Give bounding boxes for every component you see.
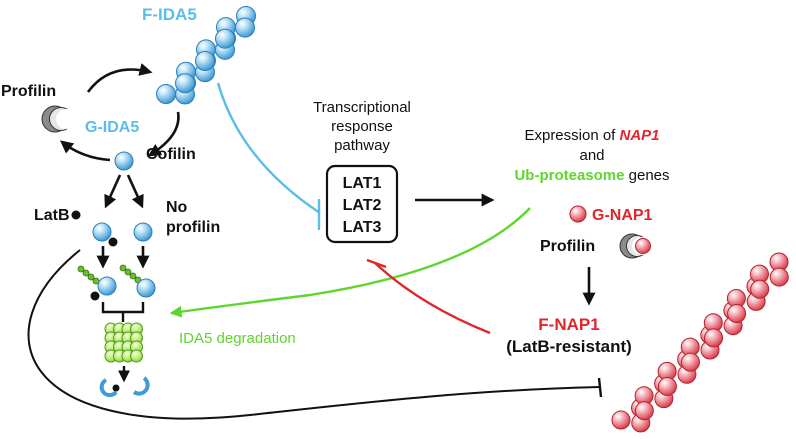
- f-ida5-to-monomer-arrow: [147, 111, 180, 157]
- latb-bound-monomer: [92, 222, 112, 242]
- ubiquitin-chain-right: [119, 264, 142, 284]
- f-ida5-label: F-IDA5: [142, 5, 197, 24]
- lat-box: [325, 164, 399, 244]
- genes-label: genes: [624, 167, 669, 184]
- monomer-to-g-ida5-arrow: [59, 140, 111, 162]
- f-ida5-subunit: [156, 84, 176, 104]
- ubiquitinated-monomer-right: [136, 278, 156, 298]
- nap1-gene-label: NAP1: [620, 127, 660, 144]
- proteasome: [104, 322, 143, 363]
- f-nap1-inhibits-lat-bar: [366, 258, 387, 269]
- f-nap1-subunit: [727, 304, 747, 324]
- latb-inhibits-f-nap1-bar: [597, 377, 603, 398]
- profilin-bound-nap1: [635, 238, 651, 254]
- latb-inhibits-f-nap1-line: [27, 249, 601, 420]
- profilin-crescent-left: [41, 105, 76, 133]
- expression-prefix: Expression of: [524, 127, 619, 144]
- g-ida5-label: G-IDA5: [85, 119, 139, 136]
- no-profilin-monomer: [133, 222, 153, 242]
- no-label: No: [166, 199, 188, 216]
- latb-dot: [71, 210, 81, 220]
- degraded-fragments: [99, 376, 150, 398]
- response-label: response: [331, 118, 393, 135]
- f-nap1-subunit: [704, 328, 724, 348]
- ub-proteasome-label: Ub-proteasome: [514, 167, 624, 184]
- f-nap1-filament: [611, 252, 789, 433]
- profilin-to-f-ida5-arrow: [86, 63, 153, 93]
- ubiquitin-chain-left: [77, 265, 100, 285]
- profilin-no-label: profilin: [166, 219, 220, 236]
- g-nap1-label: G-NAP1: [592, 207, 653, 224]
- f-nap1-subunit: [750, 279, 770, 299]
- f-nap1-subunit: [680, 352, 700, 372]
- latb-resistant-label: (LatB-resistant): [506, 337, 632, 356]
- f-nap1-inhibits-lat-line: [374, 262, 491, 335]
- transcriptional-label: Transcriptional: [313, 99, 411, 116]
- expression-of-label: Expression of NAP1: [524, 127, 659, 144]
- f-ida5-subunit: [195, 51, 215, 71]
- pathway-label: pathway: [334, 137, 390, 154]
- f-ida5-subunit: [175, 73, 195, 94]
- f-nap1-subunit: [634, 401, 654, 421]
- ub-proteasome-genes-label: Ub-proteasome genes: [514, 167, 669, 184]
- cofilin-label: Cofilin: [146, 146, 196, 163]
- g-nap1-monomer: [569, 205, 587, 223]
- proteasome-bracket: [101, 302, 145, 322]
- proteasome-subunit: [130, 349, 143, 363]
- f-nap1-subunit: [611, 410, 631, 430]
- split-arrow-right: [126, 174, 144, 209]
- ub-proteasome-to-degradation-arrow: [169, 207, 531, 318]
- f-nap1-subunit: [769, 267, 789, 287]
- split-arrow-left: [104, 174, 122, 209]
- f-ida5-subunit: [215, 28, 235, 49]
- ida5-degradation-label: IDA5 degradation: [179, 330, 296, 347]
- profilin-left-label: Profilin: [1, 83, 56, 100]
- f-ida5-inhibits-lat-line: [216, 82, 321, 215]
- latb-label: LatB: [34, 207, 70, 224]
- lat1-label: LAT1: [343, 175, 382, 192]
- f-ida5-subunit: [235, 17, 255, 38]
- lat2-label: LAT2: [343, 197, 382, 214]
- ubiquitinated-monomer-left: [97, 276, 117, 296]
- g-ida5-monomer: [114, 151, 134, 171]
- lat3-label: LAT3: [343, 219, 382, 236]
- f-nap1-subunit: [657, 376, 677, 396]
- f-ida5-filament: [156, 6, 256, 105]
- f-nap1-label: F-NAP1: [538, 315, 599, 334]
- latb-molecule-2: [90, 291, 100, 301]
- latb-molecule: [108, 237, 118, 247]
- and-label: and: [579, 147, 604, 164]
- profilin-right-label: Profilin: [540, 238, 595, 255]
